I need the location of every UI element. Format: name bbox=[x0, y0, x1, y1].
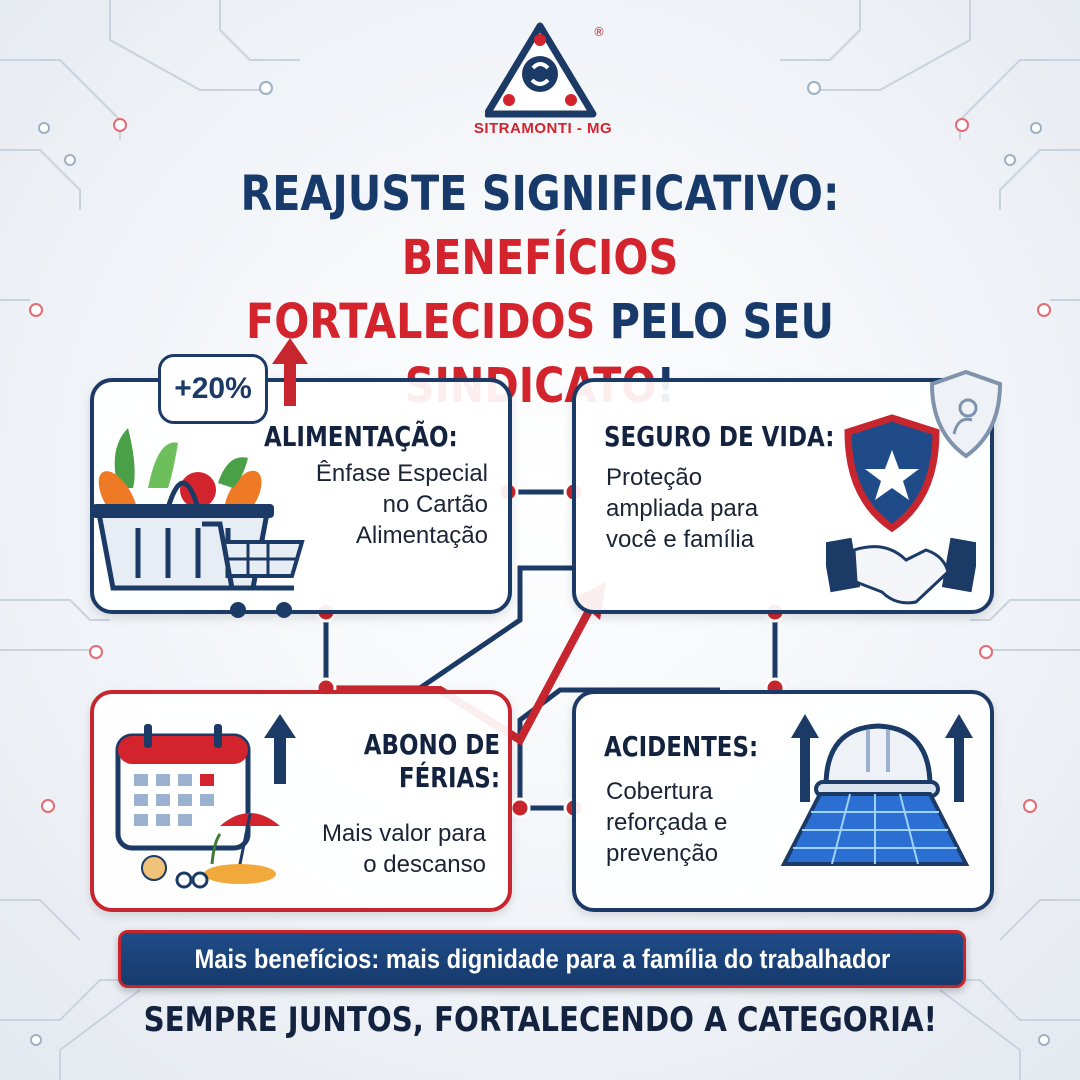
body-line: Mais valor para bbox=[321, 820, 486, 847]
grocery-basket-icon bbox=[92, 428, 274, 591]
solar-panel-icon bbox=[780, 792, 970, 866]
banner-text: Mais benefícios: mais dignidade para a f… bbox=[194, 944, 890, 974]
card-body-seguro: Proteção ampliada para você e família bbox=[606, 462, 826, 555]
logo-text: SITRAMONTI - MG bbox=[473, 120, 613, 137]
card-title-acidentes: ACIDENTES: bbox=[604, 730, 759, 763]
headline-part-4: PELO SEU bbox=[609, 294, 834, 350]
body-line: Cobertura bbox=[606, 778, 713, 805]
body-line: reforçada e bbox=[606, 809, 728, 836]
handshake-icon bbox=[826, 537, 976, 605]
registered-mark: ® bbox=[593, 25, 605, 39]
footer-slogan: SEMPRE JUNTOS, FORTALECENDO A CATEGORIA! bbox=[40, 1000, 1040, 1040]
plus-20-badge: +20% bbox=[158, 354, 268, 424]
bottom-banner: Mais benefícios: mais dignidade para a f… bbox=[118, 930, 966, 988]
body-line: o descanso bbox=[363, 851, 486, 878]
card-body-alimentacao: Ênfase Especial no Cartão Alimentação bbox=[270, 458, 488, 551]
shield-star-icon bbox=[844, 414, 940, 533]
card-body-acidentes: Cobertura reforçada e prevenção bbox=[606, 776, 786, 869]
body-line: ampliada para bbox=[606, 495, 759, 522]
headline-part-3: FORTALECIDOS bbox=[246, 294, 596, 350]
card-title-abono: ABONO DE FÉRIAS: bbox=[311, 728, 500, 794]
body-line: prevenção bbox=[606, 840, 719, 867]
arrow-up-icon bbox=[791, 714, 819, 802]
headline-part-1: REAJUSTE SIGNIFICATIVO: bbox=[240, 166, 840, 222]
arrow-up-icon bbox=[272, 338, 308, 406]
arrow-up-icon bbox=[945, 714, 973, 802]
family-shield-icon bbox=[929, 369, 1003, 459]
shopping-cart-icon bbox=[202, 521, 305, 618]
card-title-seguro: SEGURO DE VIDA: bbox=[604, 420, 835, 453]
body-line: Ênfase Especial bbox=[315, 460, 488, 487]
body-line: no Cartão bbox=[382, 491, 488, 518]
title-line: FÉRIAS: bbox=[398, 761, 500, 794]
body-line: você e família bbox=[606, 526, 755, 553]
footer-text: SEMPRE JUNTOS, FORTALECENDO A CATEGORIA! bbox=[143, 1000, 937, 1040]
card-body-abono: Mais valor para o descanso bbox=[270, 818, 486, 880]
title-line: ABONO DE bbox=[363, 728, 500, 761]
calendar-icon bbox=[115, 724, 251, 851]
logo-triangle-icon: ® bbox=[485, 22, 605, 118]
body-line: Proteção bbox=[606, 464, 703, 491]
card-title-alimentacao: ALIMENTAÇÃO: bbox=[264, 420, 458, 453]
headline-part-2: BENEFÍCIOS bbox=[401, 230, 679, 286]
arrow-up-icon bbox=[264, 714, 296, 784]
beach-umbrella-icon bbox=[141, 813, 280, 889]
body-line: Alimentação bbox=[355, 522, 488, 549]
